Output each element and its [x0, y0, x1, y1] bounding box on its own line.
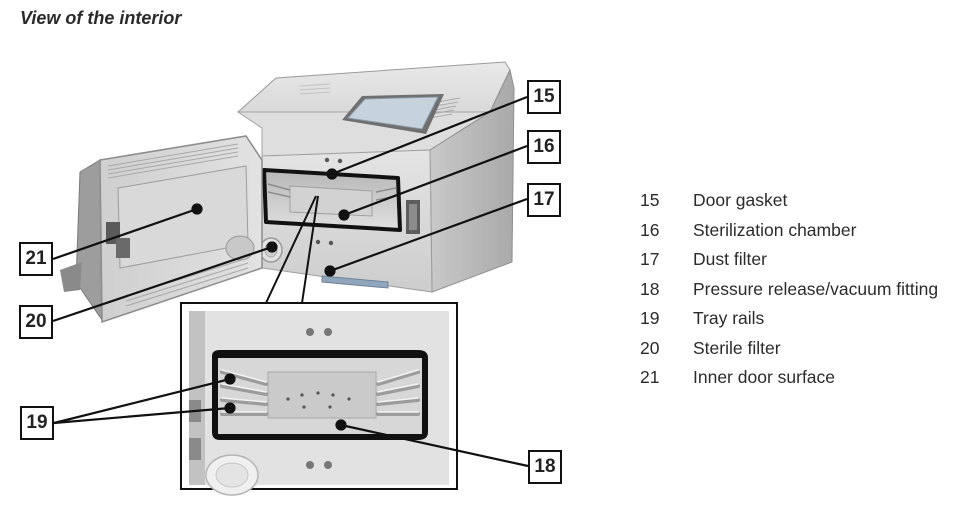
legend-item: 19 Tray rails [640, 304, 938, 334]
legend-number: 17 [640, 249, 660, 270]
control-display [342, 94, 444, 134]
legend-number: 16 [640, 219, 660, 240]
leader-lines [52, 95, 529, 468]
legend-number: 21 [640, 367, 660, 388]
legend-number: 20 [640, 337, 660, 358]
callout-16: 16 [527, 130, 561, 164]
legend-label: Dust filter [693, 249, 767, 270]
dust-filter-illustration [321, 275, 389, 289]
zoom-lines [265, 195, 319, 304]
callout-15: 15 [527, 80, 561, 114]
legend-item: 21 Inner door surface [640, 363, 938, 393]
callout-19: 19 [20, 406, 54, 440]
legend-label: Door gasket [693, 190, 788, 211]
callout-20: 20 [19, 305, 53, 339]
diagram-title: View of the interior [20, 8, 182, 28]
legend-label: Inner door surface [693, 367, 836, 388]
legend-item: 20 Sterile filter [640, 334, 938, 364]
legend-item: 15 Door gasket [640, 186, 938, 216]
callout-18: 18 [528, 450, 562, 484]
legend-label: Tray rails [693, 308, 765, 329]
legend-item: 18 Pressure release/vacuum fitting [640, 275, 938, 305]
open-door [60, 135, 263, 324]
legend-label: Sterile filter [693, 337, 781, 358]
callout-17: 17 [527, 183, 561, 217]
legend-number: 19 [640, 308, 660, 329]
legend-item: 17 Dust filter [640, 245, 938, 275]
legend-label: Sterilization chamber [693, 219, 857, 240]
legend: 15 Door gasket 16 Sterilization chamber … [640, 186, 938, 393]
callout-21: 21 [19, 242, 53, 276]
legend-number: 15 [640, 190, 660, 211]
detail-inset [180, 302, 458, 496]
legend-item: 16 Sterilization chamber [640, 216, 938, 246]
legend-number: 18 [640, 278, 660, 299]
chamber-opening [262, 157, 402, 246]
legend-label: Pressure release/vacuum fitting [693, 278, 939, 299]
